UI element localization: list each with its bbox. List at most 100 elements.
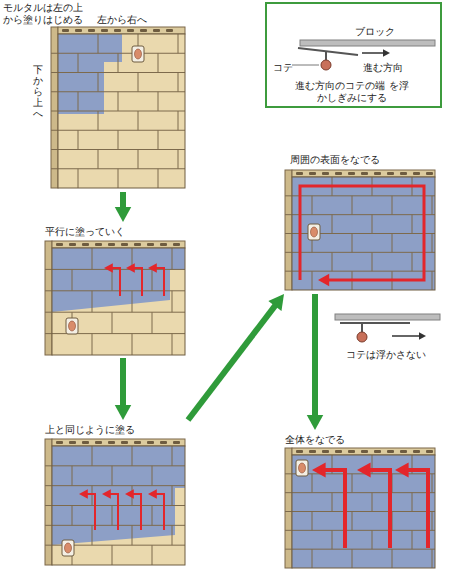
block-hole bbox=[56, 243, 63, 246]
line bbox=[58, 91, 185, 92]
line bbox=[45, 485, 52, 486]
block-hole bbox=[88, 29, 95, 32]
line bbox=[158, 92, 159, 111]
stroke-path bbox=[322, 470, 345, 548]
step-heading: 平行に塗っていく bbox=[45, 226, 125, 238]
line bbox=[112, 312, 113, 333]
block-hole bbox=[140, 29, 147, 32]
line bbox=[152, 312, 153, 333]
block-hole bbox=[166, 29, 173, 32]
line bbox=[432, 271, 433, 290]
line bbox=[92, 446, 93, 466]
line bbox=[92, 291, 93, 312]
callout-text: 左から右へ bbox=[97, 14, 147, 26]
line bbox=[45, 312, 52, 313]
mortar bbox=[52, 248, 185, 312]
stroke-path bbox=[132, 268, 142, 296]
line bbox=[285, 473, 292, 474]
line bbox=[132, 334, 133, 355]
line bbox=[92, 486, 93, 506]
line bbox=[292, 492, 435, 493]
block-hole bbox=[108, 441, 115, 444]
block-hole bbox=[426, 172, 433, 175]
wall-face bbox=[52, 248, 185, 355]
stroke-arrow bbox=[148, 263, 164, 296]
line bbox=[92, 525, 93, 545]
line bbox=[292, 195, 435, 196]
line bbox=[332, 493, 333, 512]
line bbox=[285, 511, 292, 512]
line bbox=[72, 506, 73, 526]
line bbox=[332, 215, 333, 234]
line bbox=[152, 269, 153, 290]
line bbox=[58, 72, 185, 73]
note-label: コテは浮かさない bbox=[346, 349, 426, 361]
line bbox=[118, 53, 119, 72]
stroke-arrow bbox=[125, 489, 141, 530]
block-hole bbox=[413, 172, 420, 175]
wall-panel: 全体をなでる bbox=[284, 430, 438, 575]
line bbox=[285, 252, 292, 253]
wall-side bbox=[45, 241, 52, 355]
mortar bbox=[292, 455, 435, 568]
block-wall bbox=[45, 439, 185, 565]
stroke-path bbox=[131, 494, 141, 530]
wall-side bbox=[285, 448, 292, 568]
line bbox=[172, 248, 173, 269]
callout-text: 進む方向のコテの端 を浮かしぎみにする bbox=[293, 80, 411, 104]
line bbox=[432, 512, 433, 531]
line bbox=[132, 291, 133, 312]
line bbox=[332, 252, 333, 271]
block-hole bbox=[134, 243, 141, 246]
line bbox=[392, 335, 421, 337]
block-hole bbox=[75, 29, 82, 32]
line bbox=[285, 530, 292, 531]
line bbox=[138, 150, 139, 169]
block-hole bbox=[108, 243, 115, 246]
wall-face bbox=[292, 455, 435, 568]
mortar bbox=[292, 177, 435, 290]
flow-arrow bbox=[307, 294, 324, 430]
line bbox=[292, 511, 435, 512]
line bbox=[92, 334, 93, 355]
line bbox=[292, 65, 319, 66]
line bbox=[392, 549, 393, 568]
line bbox=[45, 269, 52, 270]
line bbox=[285, 549, 292, 550]
stroke-arrow bbox=[148, 489, 164, 530]
line bbox=[152, 466, 153, 486]
outlet-box bbox=[132, 46, 144, 62]
outlet-box bbox=[308, 224, 320, 240]
flow-arrow-shaft bbox=[312, 294, 318, 420]
mortar bbox=[52, 446, 185, 545]
block-hole bbox=[400, 450, 407, 453]
line bbox=[51, 91, 58, 92]
line bbox=[325, 51, 327, 60]
line bbox=[45, 505, 52, 506]
block-hole bbox=[95, 441, 102, 444]
line bbox=[312, 196, 313, 215]
block-hole bbox=[101, 29, 108, 32]
line bbox=[332, 530, 333, 549]
wall-side bbox=[45, 439, 52, 565]
block-hole bbox=[322, 450, 329, 453]
line bbox=[152, 545, 153, 565]
line bbox=[51, 111, 58, 112]
trowel-knob bbox=[357, 332, 367, 342]
line bbox=[58, 111, 185, 112]
line bbox=[45, 333, 52, 334]
line bbox=[172, 334, 173, 355]
block-hole bbox=[69, 243, 76, 246]
line bbox=[98, 73, 99, 92]
line bbox=[352, 512, 353, 531]
block-hole bbox=[134, 441, 141, 444]
callout-text: 進む方向 bbox=[363, 62, 403, 74]
block-hole bbox=[348, 450, 355, 453]
wall-panel: 平行に塗っていく bbox=[44, 222, 188, 358]
block-bar bbox=[335, 314, 440, 320]
block-hole bbox=[335, 450, 342, 453]
line bbox=[178, 150, 179, 169]
wall-outline bbox=[58, 34, 185, 188]
block-wall bbox=[285, 170, 435, 290]
wall-top bbox=[292, 170, 435, 177]
